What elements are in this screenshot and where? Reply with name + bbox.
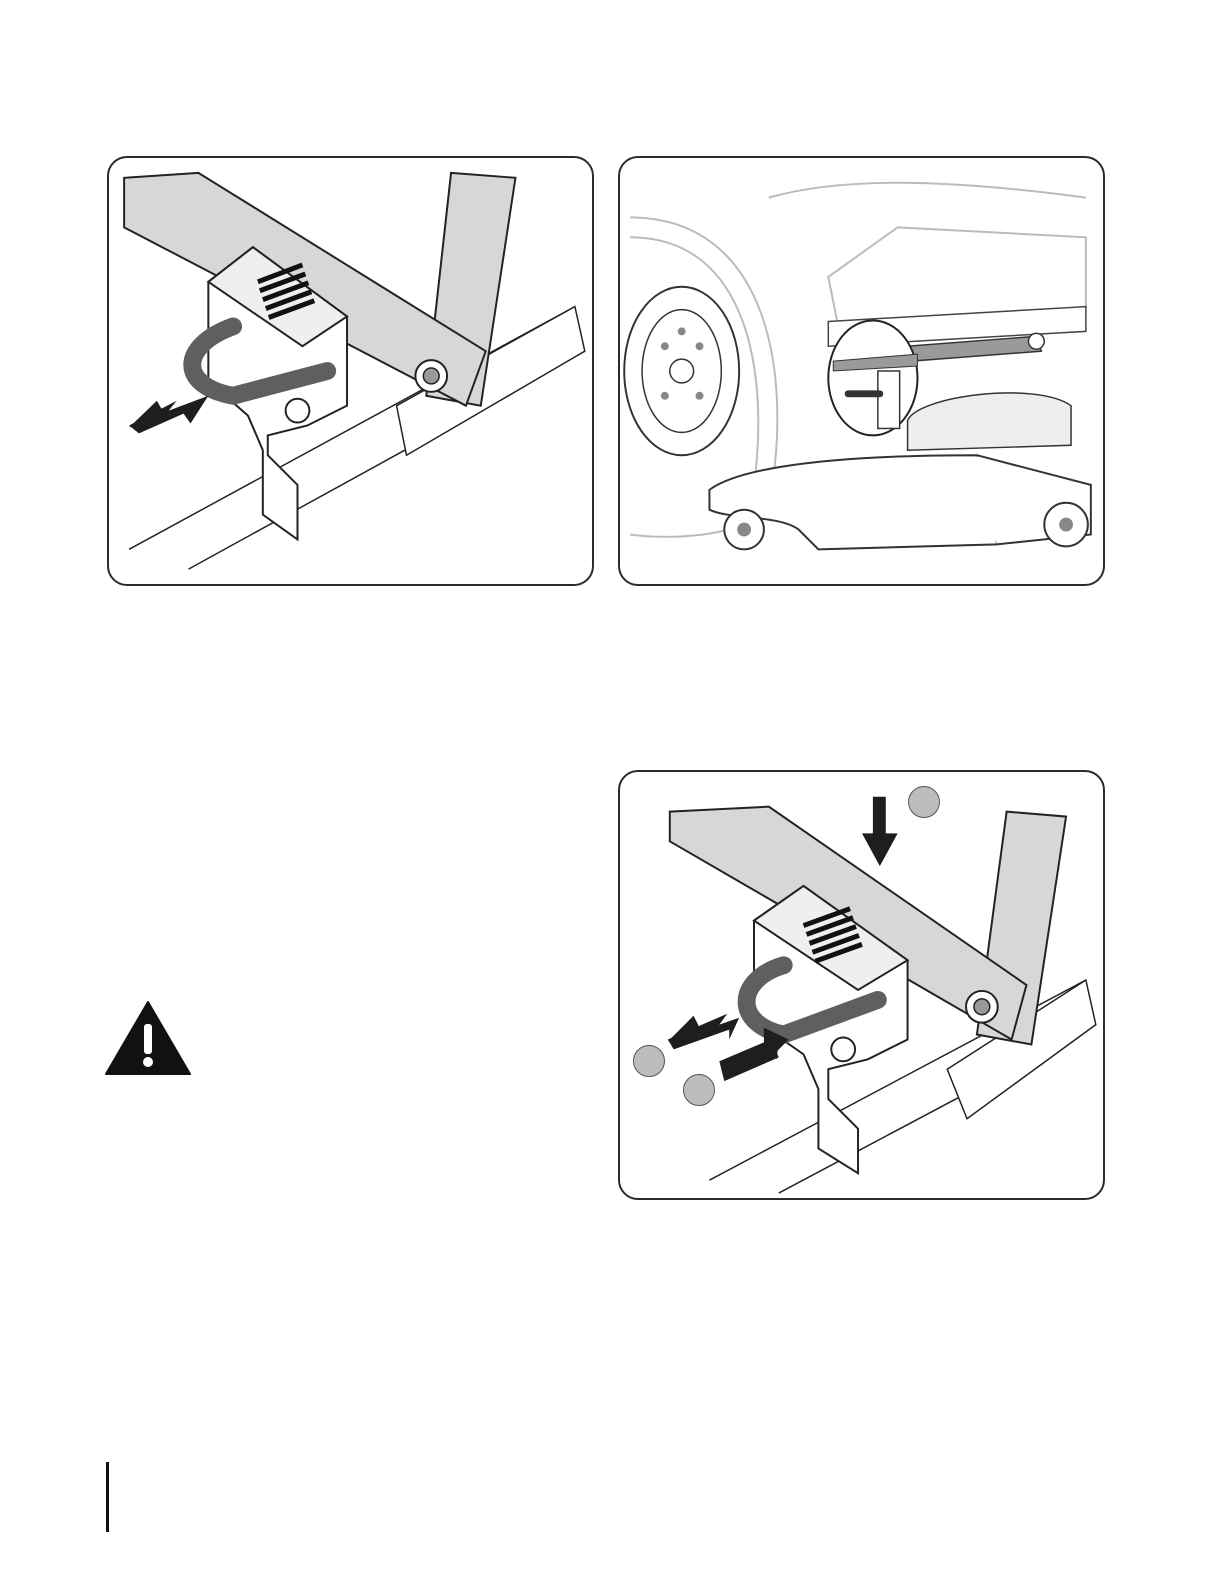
callout-1 (908, 786, 940, 818)
figure-tractor-deck-overview (618, 156, 1105, 586)
page-margin-rule (106, 1462, 109, 1532)
callout-2 (633, 1045, 665, 1077)
warning-triangle-icon (104, 1000, 192, 1076)
hitch-pin-reinstall-illustration (620, 772, 1103, 1198)
figure-hitch-pin-removal (107, 156, 594, 586)
tractor-deck-overview-illustration (620, 158, 1103, 584)
figure-hitch-pin-reinstall (618, 770, 1105, 1200)
callout-3 (683, 1074, 715, 1106)
hitch-pin-removal-illustration (109, 158, 592, 584)
